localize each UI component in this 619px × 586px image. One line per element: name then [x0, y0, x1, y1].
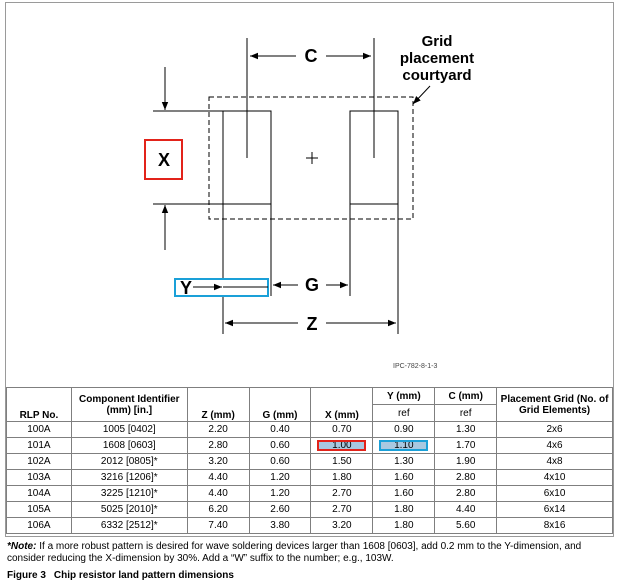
g-header: G (mm) [248, 387, 312, 422]
land-pattern-diagram: C Grid placement courtyard X Y G Z IPC-7… [144, 33, 474, 370]
rlp-cell: 103A [6, 469, 72, 486]
c-cell: 4.40 [434, 501, 498, 518]
c-cell: 1.30 [434, 421, 498, 438]
rlp-cell: 104A [6, 485, 72, 502]
z-cell: 6.20 [186, 501, 250, 518]
figure-frame [5, 2, 614, 537]
z-cell: 2.80 [186, 437, 250, 454]
courtyard-outline [208, 96, 414, 220]
table-row: 104A 3225 [1210]* 4.40 1.20 2.70 1.60 2.… [6, 485, 613, 502]
c-cell: 5.60 [434, 517, 498, 534]
rlp-cell: 100A [6, 421, 72, 438]
table-row: 100A 1005 [0402] 2.20 0.40 0.70 0.90 1.3… [6, 421, 613, 438]
table-row: 106A 6332 [2512]* 7.40 3.80 3.20 1.80 5.… [6, 517, 613, 534]
grid-courtyard-label: placement [400, 50, 474, 67]
grid-cell: 2x6 [496, 421, 613, 438]
land-pattern-table: RLP No. Component Identifier (mm) [in.] … [6, 387, 613, 534]
component-cell: 3216 [1206]* [70, 469, 188, 486]
x-label: X [158, 150, 170, 170]
z-cell: 4.40 [186, 469, 250, 486]
rlp-cell: 105A [6, 501, 72, 518]
caption-number: Figure 3 [7, 570, 46, 581]
y-cell: 1.10 [372, 437, 436, 454]
y-cell: 1.80 [372, 517, 436, 534]
z-label: Z [307, 314, 318, 334]
grid-courtyard-pointer [412, 85, 431, 105]
note-text: If a more robust pattern is desired for … [7, 541, 582, 564]
g-cell: 0.40 [248, 421, 312, 438]
x-cell: 1.00 [310, 437, 374, 454]
component-cell: 2012 [0805]* [70, 453, 188, 470]
rlp-header: RLP No. [6, 387, 72, 422]
grid-cell: 6x10 [496, 485, 613, 502]
rlp-cell: 106A [6, 517, 72, 534]
g-cell: 2.60 [248, 501, 312, 518]
c-subheader: ref [434, 404, 498, 422]
x-highlight-box [144, 139, 183, 180]
grid-cell: 4x6 [496, 437, 613, 454]
c-cell: 2.80 [434, 469, 498, 486]
y-cell: 1.30 [372, 453, 436, 470]
note-label: *Note: [7, 541, 37, 552]
table-row: 105A 5025 [2010]* 6.20 2.60 2.70 1.80 4.… [6, 501, 613, 518]
z-cell: 3.20 [186, 453, 250, 470]
x-cell: 3.20 [310, 517, 374, 534]
grid-cell: 6x14 [496, 501, 613, 518]
y-cell: 1.80 [372, 501, 436, 518]
component-cell: 6332 [2512]* [70, 517, 188, 534]
z-header: Z (mm) [186, 387, 250, 422]
g-cell: 1.20 [248, 485, 312, 502]
rlp-cell: 101A [6, 437, 72, 454]
footnote: *Note: If a more robust pattern is desir… [7, 541, 612, 565]
table-row: 101A 1608 [0603] 2.80 0.60 1.00 1.10 1.7… [6, 437, 613, 454]
g-cell: 1.20 [248, 469, 312, 486]
table-row: 103A 3216 [1206]* 4.40 1.20 1.80 1.60 2.… [6, 469, 613, 486]
caption-title: Chip resistor land pattern dimensions [53, 570, 234, 581]
c-cell: 1.90 [434, 453, 498, 470]
x-cell-highlight: 1.00 [317, 440, 367, 451]
y-cell: 0.90 [372, 421, 436, 438]
component-cell: 5025 [2010]* [70, 501, 188, 518]
y-label: Y [180, 278, 192, 298]
z-cell: 2.20 [186, 421, 250, 438]
component-cell: 3225 [1210]* [70, 485, 188, 502]
x-header: X (mm) [310, 387, 374, 422]
grid-cell: 8x16 [496, 517, 613, 534]
c-label: C [305, 46, 318, 66]
grid-cell: 4x10 [496, 469, 613, 486]
x-cell: 0.70 [310, 421, 374, 438]
c-header: C (mm) [434, 387, 498, 405]
y-cell: 1.60 [372, 485, 436, 502]
grid-courtyard-label: courtyard [402, 67, 471, 84]
x-cell: 1.50 [310, 453, 374, 470]
grid-courtyard-label: Grid [422, 33, 453, 50]
g-label: G [305, 275, 319, 295]
component-cell: 1005 [0402] [70, 421, 188, 438]
component-cell: 1608 [0603] [70, 437, 188, 454]
grid-cell: 4x8 [496, 453, 613, 470]
z-cell: 7.40 [186, 517, 250, 534]
y-cell: 1.60 [372, 469, 436, 486]
c-cell: 1.70 [434, 437, 498, 454]
figure-caption: Figure 3 Chip resistor land pattern dimen… [7, 570, 234, 581]
y-cell-highlight: 1.10 [379, 440, 429, 451]
figure-reference: IPC-782-8-1-3 [393, 363, 437, 370]
c-cell: 2.80 [434, 485, 498, 502]
table-row: 102A 2012 [0805]* 3.20 0.60 1.50 1.30 1.… [6, 453, 613, 470]
g-cell: 0.60 [248, 453, 312, 470]
x-cell: 1.80 [310, 469, 374, 486]
component-header: Component Identifier (mm) [in.] [70, 387, 188, 422]
y-subheader: ref [372, 404, 436, 422]
x-cell: 2.70 [310, 485, 374, 502]
z-cell: 4.40 [186, 485, 250, 502]
x-cell: 2.70 [310, 501, 374, 518]
y-header: Y (mm) [372, 387, 436, 405]
g-cell: 3.80 [248, 517, 312, 534]
g-cell: 0.60 [248, 437, 312, 454]
grid-header: Placement Grid (No. of Grid Elements) [496, 387, 613, 422]
rlp-cell: 102A [6, 453, 72, 470]
